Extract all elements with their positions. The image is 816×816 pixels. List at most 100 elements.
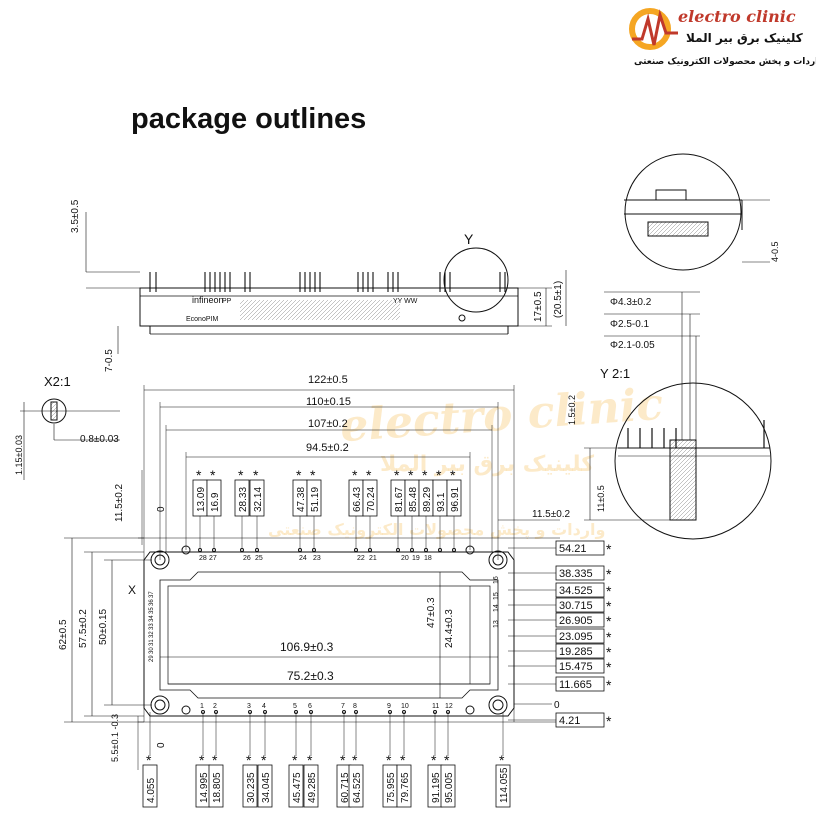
right-pin-pos-2: 34.525 [559,585,593,597]
top-view-frame [143,551,515,717]
top-pin-star-8: * [394,467,400,483]
bottom-pin-mark [446,710,450,714]
right-pin-pos-2-box [555,582,605,598]
dim-width-110: 110±0.15 [306,396,351,408]
top-pin-star-12: * [450,467,456,483]
side-view-body [139,287,519,327]
right-pin-number: 13 [493,620,500,628]
top-pin-mark [240,548,244,552]
bottom-pin-star-3: * [246,752,252,768]
bottom-pin-star-2: * [212,752,218,768]
dim-width-107: 107±0.2 [308,418,348,430]
bottom-pin-pos-4-box [257,764,273,808]
top-pin-number: 20 [401,555,409,562]
logo-mark-icon [629,8,678,50]
side-detail-tag: Y [464,231,474,247]
dim-width-122: 122±0.5 [308,374,348,386]
detail-y-circle [614,382,772,540]
dim-width-75: 75.2±0.3 [287,669,334,683]
detail-y-dim-b: 11±0.5 [596,485,606,512]
detail-x-width: 1.15±0.03 [14,435,24,475]
top-pin-pos-12-box [446,479,462,517]
bottom-pin-mark [248,710,252,714]
top-pin-mark [212,548,216,552]
dim-height-24: 24.4±0.3 [444,609,455,648]
detail-y-top-dim: 4-0.5 [770,241,780,262]
bottom-pin-pos-0: 4.055 [146,778,157,803]
right-pin-pos-8: 11.665 [559,679,592,691]
right-pin-star-2: * [606,583,612,599]
side-maker-label: infineon [192,295,224,305]
bottom-pin-mark [201,710,205,714]
right-pin-pos-7-box [555,658,605,674]
left-pin-number: 34 [149,615,155,622]
right-pin-pos-0: 54.21 [559,543,587,555]
detail-y-dia-2: Φ2.5-0.1 [610,319,650,330]
top-pin-pos-2: 28.33 [238,487,249,512]
right-pin-number: 15 [493,592,500,600]
right-pin-pos-5-box [555,628,605,644]
bottom-pin-pos-0-box [142,764,158,808]
top-pin-star-7: * [366,467,372,483]
bottom-pin-pos-8: 64.525 [352,772,363,803]
dim-left-11-5: 11.5±0.2 [114,483,125,522]
right-pin-star-1: * [606,566,612,582]
top-pin-star-11: * [436,467,442,483]
right-pin-pos-7: 15.475 [559,661,593,673]
top-pin-pos-1-box [206,479,222,517]
left-pin-number: 31 [149,639,155,646]
side-mark-code: YY WW [393,298,418,305]
bottom-pin-number: 8 [353,703,357,710]
side-view-pins [149,272,506,292]
bottom-pin-number: 6 [308,703,312,710]
top-pin-number: 19 [412,555,420,562]
right-pin-pos-4: 26.905 [559,615,593,627]
top-pin-number: 18 [424,555,432,562]
top-pin-mark [452,548,456,552]
mount-hole-bl-icon [150,695,170,715]
top-pin-mark [396,548,400,552]
side-view-screw-icon [458,314,466,322]
bottom-pin-mark [309,710,313,714]
top-pin-number: 26 [243,555,251,562]
dim-right-11-5: 11.5±0.2 [532,509,571,520]
bottom-pin-pos-13-box [495,764,511,808]
right-pin-star-5: * [606,629,612,645]
bottom-pin-pos-5: 45.475 [292,772,303,803]
bottom-pin-star-0: * [146,752,152,768]
bottom-pin-mark [214,710,218,714]
left-pin-number: 37 [149,591,155,598]
right-pin-pos-9: 4.21 [559,715,580,727]
top-pin-pos-5-box [306,479,322,517]
right-pin-pos-5: 23.095 [559,631,593,643]
watermark-name-fa: کلینیک برق بیر الملا [380,452,595,477]
bottom-pin-pos-3-box [242,764,258,808]
side-view [85,212,567,354]
top-pin-pos-8: 81.67 [394,487,405,512]
pin-dimension-labels: 13.09*16.9*28.33*32.14*47.38*51.19*66.43… [142,467,612,808]
top-pin-number: 28 [199,555,207,562]
left-pin-number: 30 [149,647,155,654]
top-pin-pos-7-box [362,479,378,517]
bottom-pin-pos-6: 49.285 [307,772,318,803]
top-pin-star-4: * [296,467,302,483]
bottom-pin-number: 5 [293,703,297,710]
top-pin-mark [312,548,316,552]
top-pin-pos-4: 47.38 [296,487,307,512]
detail-x [20,398,120,480]
top-view [64,385,560,770]
bottom-pin-mark [402,710,406,714]
bottom-pin-number: 1 [200,703,204,710]
bottom-pin-star-1: * [199,752,205,768]
zero-top: 0 [156,506,167,512]
bottom-pin-mark [354,710,358,714]
top-pin-pos-5: 51.19 [310,487,321,512]
bottom-pin-star-8: * [352,752,358,768]
detail-x-thickness: 0.8±0.03 [80,434,119,445]
bottom-pin-mark [342,710,346,714]
guide-pin-br-icon [465,705,475,715]
bottom-pin-number: 2 [213,703,217,710]
top-pin-star-1: * [210,467,216,483]
right-pin-number: 16 [493,576,500,584]
bottom-pin-mark [263,710,267,714]
